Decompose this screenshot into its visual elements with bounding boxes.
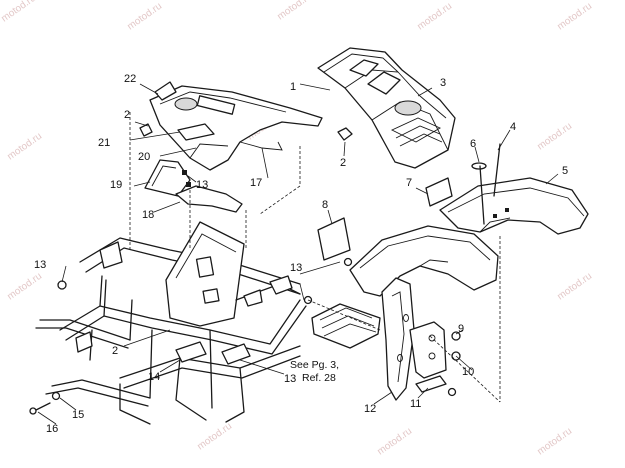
callout-2: 2 bbox=[340, 157, 346, 169]
callout-7: 7 bbox=[406, 177, 412, 189]
fasteners bbox=[29, 123, 501, 415]
callout-21: 21 bbox=[98, 137, 110, 149]
footrest-plate bbox=[311, 303, 381, 349]
watermark-text: motod.ru bbox=[5, 131, 44, 163]
watermark-text: motod.ru bbox=[535, 121, 574, 153]
callout-9: 9 bbox=[458, 323, 464, 335]
watermark-text: motod.ru bbox=[0, 0, 38, 24]
callout-4: 4 bbox=[510, 121, 516, 133]
watermark-text: motod.ru bbox=[535, 426, 574, 458]
callout-19: 19 bbox=[110, 179, 122, 191]
callout-14: 14 bbox=[148, 371, 160, 383]
callout-8: 8 bbox=[322, 199, 328, 211]
fender-bracket bbox=[409, 321, 461, 397]
front-cab-part-3 bbox=[317, 47, 456, 169]
callout-2: 2 bbox=[124, 109, 130, 121]
watermark-text: motod.ru bbox=[5, 271, 44, 303]
leader-lines bbox=[37, 83, 559, 425]
callout-1: 1 bbox=[290, 81, 296, 93]
callout-labels: 1 2 2 2 3 4 5 6 7 8 9 10 11 12 13 13 13 … bbox=[34, 73, 568, 435]
watermark-text: motod.ru bbox=[275, 0, 314, 22]
watermark-text: motod.ru bbox=[415, 1, 454, 33]
rear-fender-part-5 bbox=[439, 177, 589, 235]
callout-13: 13 bbox=[290, 262, 302, 274]
callout-13: 13 bbox=[196, 179, 208, 191]
reference-note-line-1: See Pg. 3, bbox=[290, 359, 339, 371]
callout-5: 5 bbox=[562, 165, 568, 177]
callout-12: 12 bbox=[364, 403, 376, 415]
callout-6: 6 bbox=[470, 138, 476, 150]
callout-18: 18 bbox=[142, 209, 154, 221]
callout-2: 2 bbox=[112, 345, 118, 357]
callout-3: 3 bbox=[440, 77, 446, 89]
watermark-text: motod.ru bbox=[125, 1, 164, 33]
watermark-text: motod.ru bbox=[555, 1, 594, 33]
callout-13: 13 bbox=[34, 259, 46, 271]
vehicle-frame bbox=[35, 221, 307, 425]
watermark-text: motod.ru bbox=[375, 426, 414, 458]
watermark-text: motod.ru bbox=[195, 421, 234, 453]
watermark-text: motod.ru bbox=[555, 271, 594, 303]
decals bbox=[317, 177, 453, 261]
callout-10: 10 bbox=[462, 366, 474, 378]
callout-11: 11 bbox=[410, 398, 421, 410]
watermark-layer: motod.ru motod.ru motod.ru motod.ru moto… bbox=[0, 0, 594, 457]
callout-20: 20 bbox=[138, 151, 150, 163]
callout-22: 22 bbox=[124, 73, 136, 85]
callout-16: 16 bbox=[46, 423, 58, 435]
dash-panel-part-17 bbox=[149, 81, 323, 171]
lower-panel-part-18 bbox=[144, 159, 243, 213]
callout-13: 13 bbox=[284, 373, 296, 385]
reference-note-line-2: Ref. 28 bbox=[302, 372, 336, 384]
front-fender bbox=[349, 225, 499, 401]
callout-15: 15 bbox=[72, 409, 84, 421]
callout-17: 17 bbox=[250, 177, 262, 189]
